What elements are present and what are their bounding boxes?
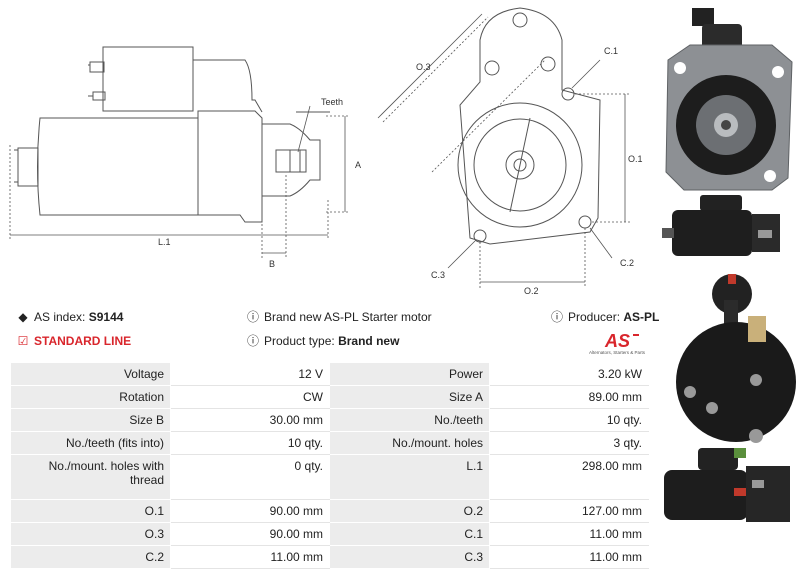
spec-label: C.1 [329, 522, 490, 546]
as-index-row: ◆ AS index: S9144 [16, 309, 123, 325]
spec-value: 11.00 mm [489, 522, 649, 546]
spec-label: O.1 [10, 499, 171, 523]
as-logo-text: AS [604, 331, 630, 350]
solenoid-outline [102, 46, 194, 112]
spec-label: Voltage [10, 362, 171, 386]
tag-icon: ◆ [18, 310, 28, 324]
info-icon: ⓘ [246, 334, 259, 348]
c3-label: C.3 [431, 270, 445, 280]
spec-value: 12 V [170, 362, 330, 386]
spec-value: 0 qty. [170, 454, 330, 500]
spec-value: 90.00 mm [170, 522, 330, 546]
product-photo-terminals [676, 274, 796, 443]
product-type-value: Brand new [338, 334, 400, 348]
producer-row: ⓘ Producer: AS-PL [550, 309, 659, 325]
info-icon: ⓘ [246, 310, 259, 324]
table-row: No./teeth (fits into)10 qty.No./mount. h… [10, 431, 649, 455]
spec-label: No./teeth [329, 408, 490, 432]
standard-line-badge: STANDARD LINE [34, 334, 132, 348]
spec-label: L.1 [329, 454, 490, 500]
teeth-label: Teeth [321, 97, 343, 107]
mount-hole-c2 [578, 215, 592, 229]
length-l1-label: L.1 [158, 237, 171, 247]
as-pl-logo: AS Alternators, Starters & Parts [585, 330, 649, 356]
standard-line-row: ☑ STANDARD LINE [16, 333, 132, 349]
product-photos [662, 8, 796, 522]
product-photo-side-2 [664, 448, 790, 522]
o2-label: O.2 [524, 286, 539, 296]
housing-circle [457, 102, 583, 228]
spec-value: 11.00 mm [170, 545, 330, 569]
spec-label: Size B [10, 408, 171, 432]
o3-label: O.3 [416, 62, 431, 72]
c1-label: C.1 [604, 46, 618, 56]
spec-value: 127.00 mm [489, 499, 649, 523]
o1-label: O.1 [628, 154, 643, 164]
spec-label: C.3 [329, 545, 490, 569]
size-a-label: A [355, 160, 361, 170]
spec-value: 298.00 mm [489, 454, 649, 500]
spec-label: No./mount. holes with thread [10, 454, 171, 500]
as-index-value: S9144 [88, 310, 124, 324]
logo-tagline: Alternators, Starters & Parts [588, 350, 646, 355]
product-photo-front [665, 8, 793, 191]
as-index-label: AS index: [34, 310, 86, 324]
c2-label: C.2 [620, 258, 634, 268]
spec-label: O.3 [10, 522, 171, 546]
size-b-label: B [269, 259, 275, 269]
spec-value: 3 qty. [489, 431, 649, 455]
spec-value: 10 qty. [489, 408, 649, 432]
spec-value: CW [170, 385, 330, 409]
product-type-label: Product type: [264, 334, 335, 348]
spec-label: No./teeth (fits into) [10, 431, 171, 455]
product-photo-side [662, 195, 780, 256]
technical-drawing: Teeth A B L.1 O.3 C.1 O.1 C.2 C.3 O.2 [9, 7, 643, 296]
info-icon: ⓘ [550, 310, 563, 324]
spec-label: C.2 [10, 545, 171, 569]
mount-hole-c1 [561, 87, 575, 101]
check-square-icon: ☑ [17, 334, 29, 348]
spec-value: 89.00 mm [489, 385, 649, 409]
spec-label: No./mount. holes [329, 431, 490, 455]
spec-label: Power [329, 362, 490, 386]
spec-value: 11.00 mm [489, 545, 649, 569]
producer-value: AS-PL [623, 310, 660, 324]
as-logo-mark: AS [604, 331, 639, 351]
producer-label: Producer: [568, 310, 621, 324]
spec-value: 10 qty. [170, 431, 330, 455]
spec-value: 3.20 kW [489, 362, 649, 386]
spec-label: Size A [329, 385, 490, 409]
spec-value: 30.00 mm [170, 408, 330, 432]
spec-label: Rotation [10, 385, 171, 409]
flange-outline [459, 7, 601, 245]
description-row: ⓘ Brand new AS-PL Starter motor [246, 309, 432, 325]
product-type-row: ⓘ Product type: Brand new [246, 333, 399, 349]
spec-label: O.2 [329, 499, 490, 523]
product-description: Brand new AS-PL Starter motor [264, 310, 432, 324]
spec-value: 90.00 mm [170, 499, 330, 523]
motor-body-outline [37, 110, 263, 223]
